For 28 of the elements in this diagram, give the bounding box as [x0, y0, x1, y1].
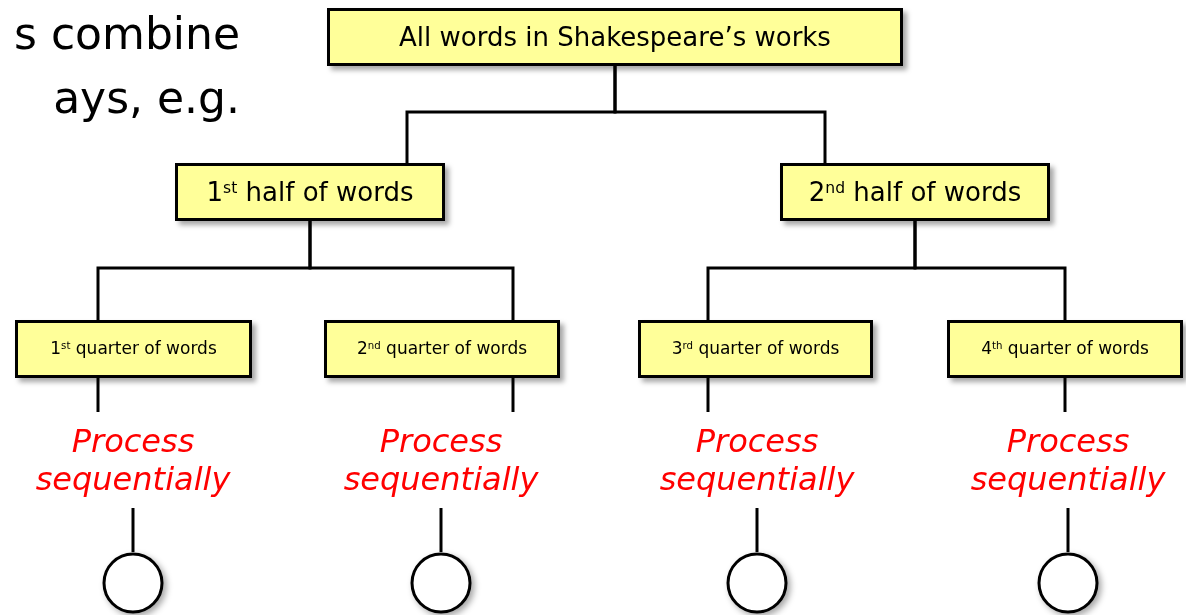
circle-node — [410, 552, 472, 614]
connector-line — [96, 378, 100, 412]
circle-node — [1037, 552, 1099, 614]
connector-line — [439, 508, 443, 552]
connector-line — [913, 221, 1067, 320]
process-note: Process sequentially — [13, 412, 253, 508]
circle-node — [102, 552, 164, 614]
connector-line — [511, 378, 515, 412]
process-box: 1$^{st}$ half of words — [175, 163, 445, 221]
circle-node — [726, 552, 788, 614]
process-box: 3$^{rd}$ quarter of words — [638, 320, 873, 378]
connector-line — [308, 221, 515, 320]
slide-text: s combine — [14, 8, 240, 61]
process-box: 2$^{nd}$ quarter of words — [324, 320, 560, 378]
connector-line — [1063, 378, 1067, 412]
connector-line — [1066, 508, 1070, 552]
process-note: Process sequentially — [321, 412, 561, 508]
process-note: Process sequentially — [948, 412, 1186, 508]
slide-text: ays, e.g. — [53, 72, 240, 125]
process-box: 1$^{st}$ quarter of words — [15, 320, 252, 378]
connector-line — [613, 66, 827, 163]
connector-line — [706, 378, 710, 412]
process-box: 2$^{nd}$ half of words — [780, 163, 1050, 221]
connector-line — [131, 508, 135, 552]
connector-line — [755, 508, 759, 552]
process-note: Process sequentially — [637, 412, 877, 508]
process-box: 4$^{th}$ quarter of words — [947, 320, 1183, 378]
process-box: All words in Shakespeare’s works — [327, 8, 903, 66]
